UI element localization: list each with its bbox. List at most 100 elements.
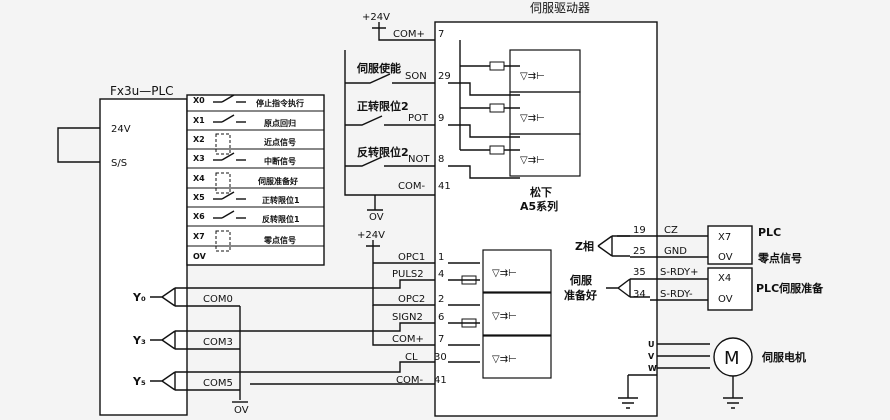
- drive-box: [434, 21, 658, 417]
- plc-right-block-2: [707, 267, 753, 311]
- drive-series: A5系列: [520, 199, 558, 213]
- ov-mid-label: OV: [369, 212, 384, 223]
- plc-input-x5: X5 正转限位1: [193, 191, 300, 205]
- wire-y0-puls: [330, 279, 435, 289]
- plc-input-strip: [186, 94, 325, 266]
- label-x6: 反转限位1: [262, 214, 300, 224]
- switch-pot: [345, 115, 435, 126]
- pin-pot: POT: [408, 113, 429, 124]
- pin-num-34: 34: [633, 289, 646, 300]
- label-x5: 正转限位1: [262, 195, 300, 205]
- pin-son: SON: [405, 71, 427, 82]
- port-x6: X6: [193, 212, 205, 221]
- plc-output-y0: Y₀ COM0: [132, 287, 330, 307]
- pin-num-41a: 41: [438, 181, 451, 192]
- pin-num-4: 4: [438, 269, 444, 280]
- pin-com-plus-bottom: COM+: [392, 334, 424, 345]
- phase-v: V: [648, 352, 655, 361]
- z-phase-driver: [597, 235, 630, 257]
- pin-gnd: GND: [664, 246, 687, 257]
- plc-input-x1: X1 原点回归: [193, 114, 296, 128]
- plc-right-label-zero: 零点信号: [757, 251, 802, 265]
- motor-label: 伺服电机: [761, 350, 806, 364]
- port-y3: Y₃: [132, 334, 146, 347]
- right-pin-wires: [617, 235, 708, 301]
- pin-num-35: 35: [633, 267, 646, 278]
- plc-output-y3: Y₃ COM3: [132, 330, 330, 350]
- plc-input-x2: X2 近点信号: [193, 133, 296, 155]
- phase-w: W: [648, 364, 657, 373]
- pin-num-19: 19: [633, 225, 646, 236]
- pin-num-8: 8: [438, 154, 444, 165]
- pin-num-1: 1: [438, 252, 444, 263]
- svg-text:▽⇉⊢: ▽⇉⊢: [492, 311, 517, 322]
- plc-input-x0: X0 停止指令执行: [193, 94, 304, 108]
- pin-num-29: 29: [438, 71, 451, 82]
- port-x4: X4: [193, 174, 205, 183]
- plc-right-ov2: OV: [718, 294, 733, 305]
- label-x3: 中断信号: [264, 156, 296, 166]
- plc-input-x7: X7 零点信号: [193, 230, 296, 252]
- port-x5: X5: [193, 193, 205, 202]
- plc-right-label-ready: PLC伺服准备: [756, 281, 824, 295]
- drive-left-pins: COM+ 7 SON 29 POT 9 NOT 8 COM- 41 OPC1 1…: [392, 29, 451, 386]
- pin-srdy-minus: S-RDY-: [660, 289, 693, 300]
- port-x2: X2: [193, 135, 205, 144]
- pin-num-6: 6: [438, 312, 444, 323]
- switch-not: [345, 156, 435, 167]
- drive-brand: 松下: [530, 185, 552, 199]
- switch-label-son: 伺服使能: [356, 61, 401, 75]
- supply-mid-label: +24V: [357, 230, 385, 241]
- switch-son: [345, 73, 435, 84]
- plc-input-x3: X3 中断信号: [193, 152, 296, 166]
- pin-sign2: SIGN2: [392, 312, 423, 323]
- optocoupler-group-top: ▽⇉⊢ ▽⇉⊢ ▽⇉⊢: [448, 40, 581, 179]
- pin-not: NOT: [408, 154, 430, 165]
- svg-text:▽⇉⊢: ▽⇉⊢: [520, 155, 545, 166]
- pin-num-25: 25: [633, 246, 646, 257]
- port-x1: X1: [193, 116, 205, 125]
- uvw-wires: [657, 343, 710, 369]
- switch-label-not: 反转限位2: [357, 145, 409, 159]
- pin-srdy-plus: S-RDY+: [660, 267, 699, 278]
- pin-num-7b: 7: [438, 334, 444, 345]
- drive-title: 伺服驱动器: [530, 1, 590, 15]
- com5-label: COM5: [203, 378, 233, 389]
- port-x0: X0: [193, 96, 205, 105]
- pin-com-minus-bottom: COM-: [396, 375, 423, 386]
- plc-input-rows: [187, 110, 324, 247]
- pin-com-minus-top: COM-: [398, 181, 425, 192]
- pin-cl: CL: [405, 352, 418, 363]
- svg-text:▽⇉⊢: ▽⇉⊢: [492, 268, 517, 279]
- plc-right-label-plc: PLC: [758, 226, 781, 239]
- port-y5: Y₅: [132, 375, 146, 388]
- plc-ground-ov: OV: [234, 405, 249, 416]
- switch-bus: [344, 50, 435, 196]
- motor-ground-symbol: [723, 376, 743, 409]
- plc-ov-label: OV: [193, 252, 207, 261]
- label-x4: 伺服准备好: [257, 176, 298, 186]
- servo-ready-label-1: 伺服: [569, 273, 593, 287]
- drive-right-pins: 19 CZ 25 GND 35 S-RDY+ 34 S-RDY-: [633, 225, 699, 300]
- plc-input-x6: X6 反转限位1: [193, 210, 300, 224]
- port-y0: Y₀: [132, 291, 146, 304]
- plc-input-x4: X4 伺服准备好: [193, 172, 298, 194]
- label-x7: 零点信号: [263, 235, 296, 245]
- pin-cz: CZ: [664, 225, 678, 236]
- supply-top-label: +24V: [362, 12, 390, 23]
- plc-title: Fx3u—PLC: [110, 84, 174, 98]
- svg-text:▽⇉⊢: ▽⇉⊢: [520, 113, 545, 124]
- svg-text:▽⇉⊢: ▽⇉⊢: [520, 71, 545, 82]
- pin-num-2: 2: [438, 294, 444, 305]
- pin-num-9: 9: [438, 113, 444, 124]
- plc-24v-label: 24V: [111, 124, 131, 135]
- ground-ov-mid: [367, 195, 383, 211]
- com3-label: COM3: [203, 337, 233, 348]
- plc-box: [99, 98, 188, 416]
- pin-opc1: OPC1: [398, 252, 425, 263]
- z-phase-label: Z相: [575, 239, 594, 253]
- label-x0: 停止指令执行: [256, 98, 304, 108]
- label-x2: 近点信号: [264, 137, 296, 147]
- optocoupler-group-bottom: ▽⇉⊢ ▽⇉⊢ ▽⇉⊢: [448, 249, 552, 379]
